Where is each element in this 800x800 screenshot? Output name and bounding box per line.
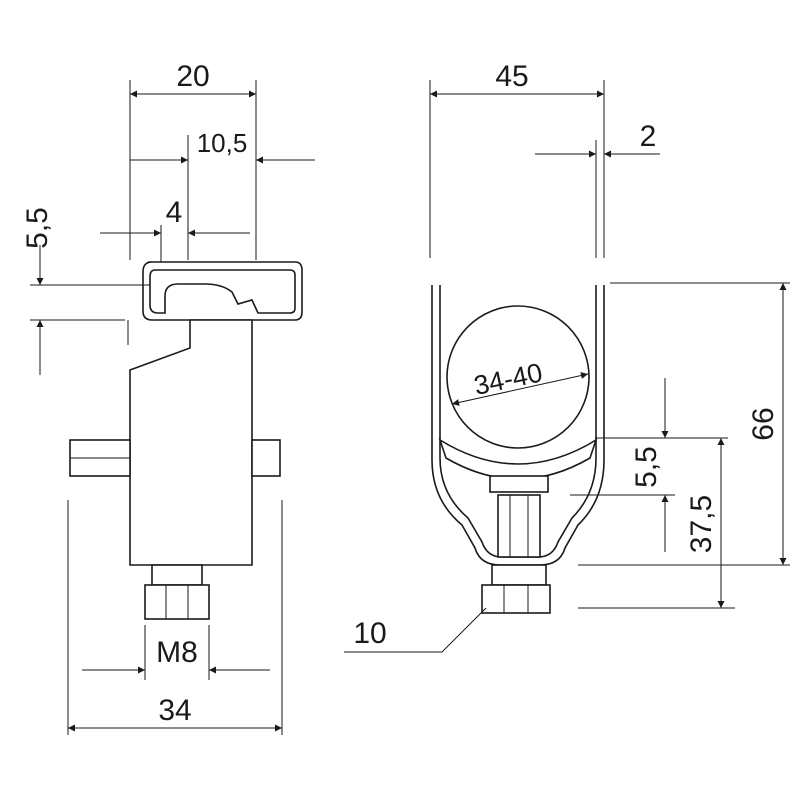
dim-offset-10-5: 10,5 [197, 128, 248, 158]
dim-saddle-5-5: 5,5 [630, 446, 663, 488]
front-nut [481, 584, 551, 614]
dim-thread-m8: M8 [156, 636, 198, 669]
front-nut-top [491, 564, 547, 586]
dim-nut-10: 10 [353, 617, 386, 650]
dim-width-20: 20 [176, 60, 209, 93]
side-pin-right [251, 439, 281, 477]
dim-slot-4: 4 [166, 196, 183, 229]
dim-thickness-2: 2 [640, 120, 657, 153]
side-nut [144, 584, 210, 620]
front-saddle [438, 438, 598, 480]
cable-circle [446, 305, 590, 449]
side-view: 20 10,5 4 5,5 M8 34 [21, 60, 315, 735]
dim-total-66: 66 [747, 407, 780, 440]
front-saddle-slot [489, 475, 549, 493]
side-bracket-inner [149, 269, 296, 314]
side-nut-top [151, 564, 203, 586]
dim-height-5-5: 5,5 [21, 207, 54, 249]
dim-width-45: 45 [495, 60, 528, 93]
front-view: 34-40 45 2 5,5 37,5 [344, 60, 790, 653]
side-body [129, 319, 253, 566]
dim-base-34: 34 [158, 694, 191, 727]
dim-lower-37-5: 37,5 [685, 495, 718, 553]
front-bolt [497, 494, 541, 558]
dim-diameter-34-40: 34-40 [471, 357, 545, 401]
